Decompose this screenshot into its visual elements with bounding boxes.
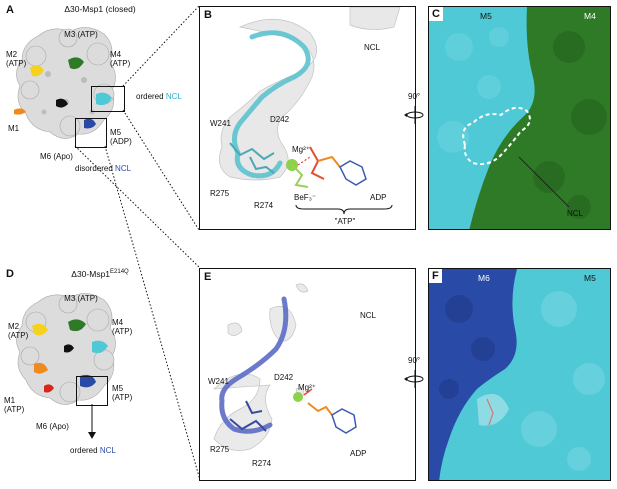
b-atp-bracket [295,204,393,215]
d-m3-label: M3 (ATP) [64,294,98,303]
e-ncl-label: NCL [360,311,377,320]
b-r275-label: R275 [210,189,230,198]
b-w241-label: W241 [210,119,231,128]
e-r275-label: R275 [210,445,230,454]
a-m2-label: M2 (ATP) [6,50,27,68]
f-m5-label: M5 [579,271,601,285]
blue-subunit [80,374,96,388]
panel-f: F M6 M5 [428,268,611,481]
cyan-subunit [92,340,108,354]
panel-b-label: B [204,9,212,21]
f-rotation-label: 90° [408,356,421,365]
panel-b: B NCL W241 D242 Mg²⁺ R275 R274 BeF₃⁻ ADP… [199,6,416,230]
e-r274-label: R274 [252,459,272,468]
f-rotation-icon [404,370,424,388]
b-mg-label: Mg²⁺ [292,145,310,154]
e-w241-label: W241 [208,377,229,386]
c-ncl-label: NCL [567,209,584,218]
e-mg-label: Mg²⁺ [298,383,316,392]
a-m3-label: M3 (ATP) [64,30,98,39]
a-ordered-ncl-label: ordered NCL [136,92,182,101]
red-subunit [44,384,54,393]
yellow-subunit [32,323,48,336]
d-ordered-arrow [88,404,96,439]
a-ordered-box [91,86,125,112]
panel-d-label: D [6,268,14,280]
panel-f-label: F [429,269,442,283]
orange-subunit [34,362,48,374]
d-ordered-ncl-label: ordered NCL [70,446,116,455]
green-subunit [68,319,86,332]
a-m4-label: M4 (ATP) [110,50,131,68]
a-m1-label: M1 [8,124,20,133]
mg-ion [293,392,303,402]
panel-f-surface [429,269,610,480]
panel-a-hexamer-map [14,27,116,139]
panel-d-title: Δ30-Msp1E214Q [71,269,129,279]
d-m4-label: M4 (ATP) [112,318,133,336]
c-rotation-label: 90° [408,92,421,101]
cyan-subunit [96,92,112,106]
d-m2-label: M2 (ATP) [8,322,29,340]
black-subunit [64,344,74,353]
c-m5-label: M5 [475,9,497,23]
d-m5-label: M5 (ATP) [112,384,133,402]
panel-b-density [219,7,401,188]
a-m5-label: M5 (ADP) [110,128,132,146]
a-disordered-box [75,118,107,148]
a-m6-label: M6 (Apo) [40,152,73,161]
panel-e-label: E [204,271,212,283]
b-ncl-label: NCL [364,43,381,52]
blue-subunit [84,118,96,129]
green-subunit [68,57,84,70]
panel-a-label: A [6,4,14,16]
c-rotation-icon [404,106,424,124]
b-bef-label: BeF₃⁻ [294,193,317,202]
f-m6-label: M6 [473,271,495,285]
orange-subunit [14,108,26,115]
black-subunit [56,98,68,108]
panel-e-density [213,283,357,451]
a-disordered-ncl-label: disordered NCL [75,164,132,173]
panel-c-label: C [429,7,443,21]
e-d242-label: D242 [274,373,294,382]
panel-a-title: Δ30-Msp1 (closed) [64,4,136,14]
c-m4-label: M4 [579,9,601,23]
b-d242-label: D242 [270,115,290,124]
d-m6-label: M6 (Apo) [36,422,69,431]
yellow-subunit [30,65,44,77]
b-atp-label: "ATP" [334,217,356,226]
panel-e: E NCL W241 D242 Mg²⁺ R275 R274 ADP [199,268,416,481]
panel-c: C M5 M4 NCL [428,6,611,230]
panel-c-surface [429,7,610,229]
e-adp-label: ADP [350,449,367,458]
b-adp-label: ADP [370,193,387,202]
c-ncl-outline [462,106,531,166]
d-m1-label: M1 (ATP) [4,396,25,414]
b-r274-label: R274 [254,201,274,210]
